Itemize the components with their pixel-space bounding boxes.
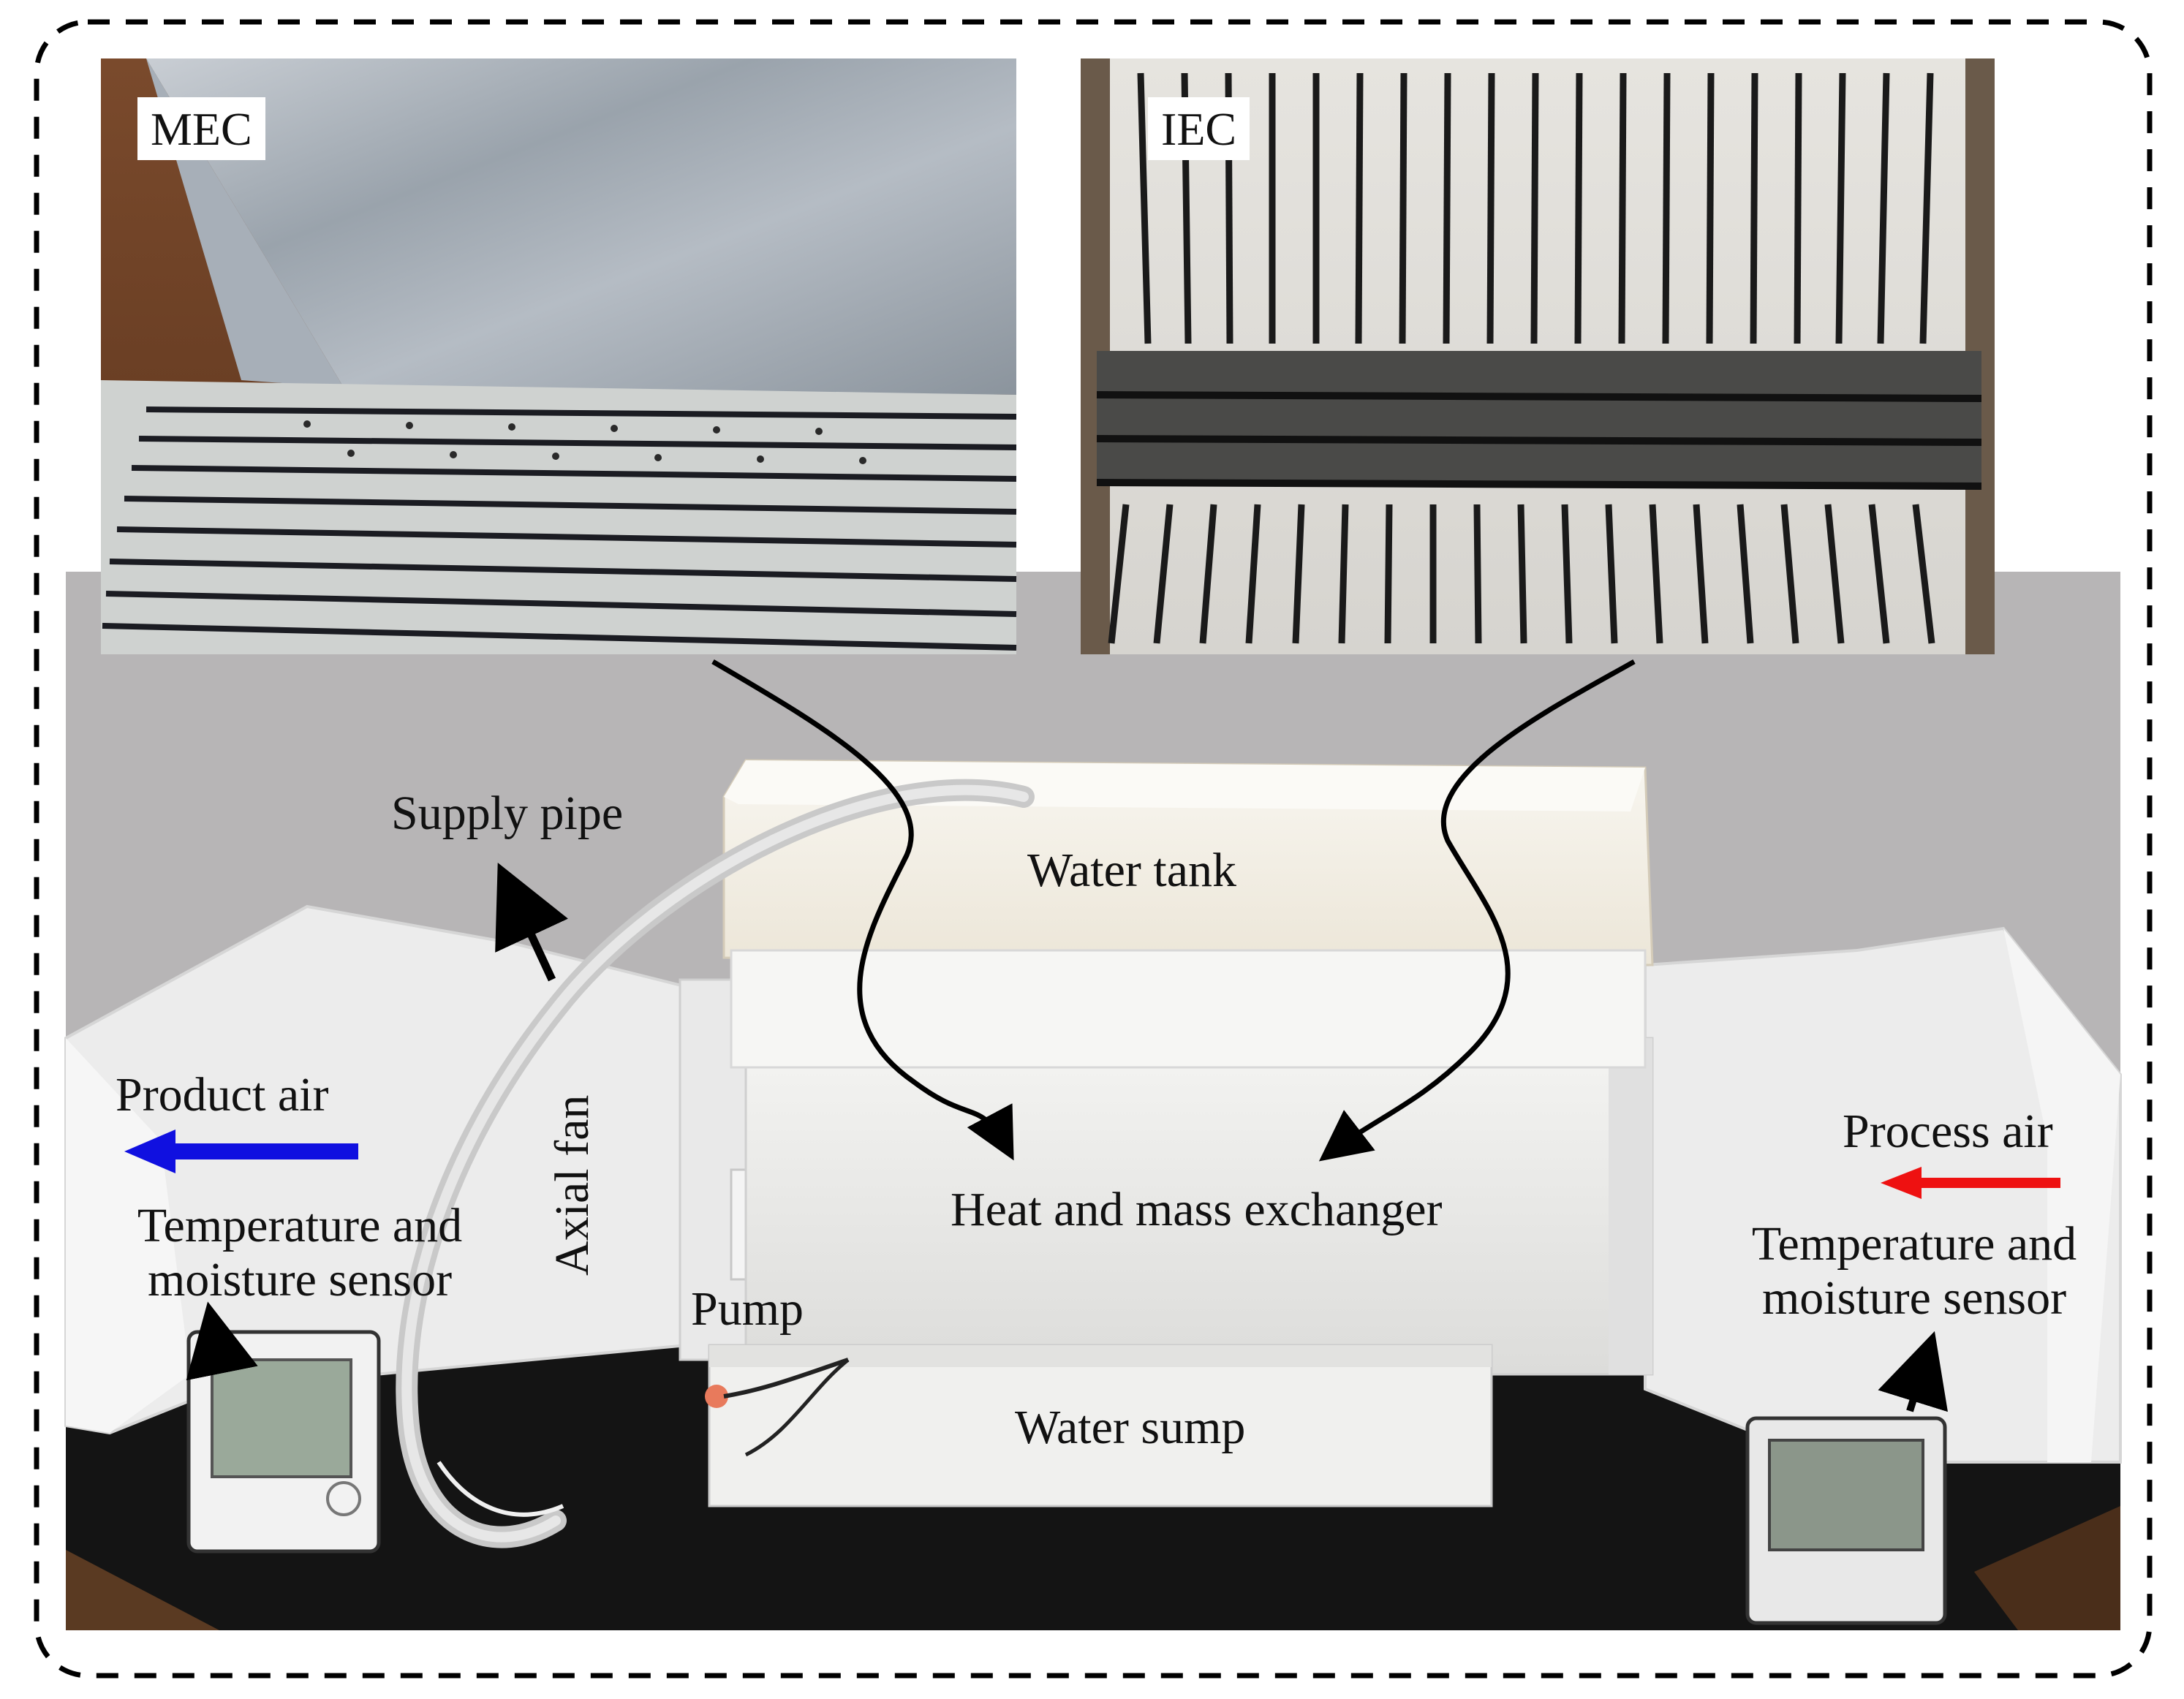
- left-sensor-label-line2: moisture sensor: [147, 1252, 453, 1306]
- iec-vertical-channels-top: [1137, 72, 1934, 344]
- supply-pipe-pointer-arrow: [495, 863, 568, 982]
- left-sensor-label-line1: Temperature and: [137, 1199, 463, 1252]
- iec-pointer-arrow: [1318, 659, 1636, 1162]
- pump-label: Pump: [691, 1282, 804, 1336]
- iec-vertical-channels-bottom: [1108, 504, 1935, 644]
- right-sensor-label: Temperature and moisture sensor: [1724, 1217, 2104, 1325]
- heat-mass-exchanger-label: Heat and mass exchanger: [951, 1183, 1443, 1236]
- water-sump-box: [708, 1344, 1493, 1507]
- iec-center-band: [1097, 351, 1981, 483]
- left-sensor-pointer-arrow: [186, 1301, 258, 1381]
- water-sump-label: Water sump: [1015, 1401, 1246, 1454]
- process-air-inlet-duct: [1644, 926, 2122, 1464]
- main-photo: [64, 572, 2122, 1630]
- right-sensor-label-line2: moisture sensor: [1761, 1271, 2067, 1325]
- dashed-frame: [34, 19, 2153, 1679]
- mec-pointer-arrow: [711, 659, 1014, 1161]
- axial-fan-label: Axial fan: [545, 1094, 599, 1276]
- right-sensor-label-line1: Temperature and: [1751, 1217, 2077, 1271]
- left-sensor-label: Temperature and moisture sensor: [110, 1199, 490, 1307]
- right-temperature-moisture-sensor: [1745, 1416, 1947, 1625]
- mec-label: MEC: [137, 97, 265, 160]
- iec-label: IEC: [1148, 97, 1250, 160]
- left-temperature-moisture-sensor: [186, 1330, 381, 1554]
- water-tank-label: Water tank: [1027, 844, 1237, 897]
- process-air-arrow: [1881, 1167, 2060, 1199]
- pump: [705, 1385, 728, 1408]
- product-air-label: Product air: [116, 1068, 329, 1121]
- right-sensor-pointer-arrow: [1878, 1331, 1948, 1412]
- supply-pipe-label: Supply pipe: [391, 787, 624, 840]
- product-air-arrow: [124, 1129, 358, 1173]
- process-air-label: Process air: [1843, 1105, 2053, 1158]
